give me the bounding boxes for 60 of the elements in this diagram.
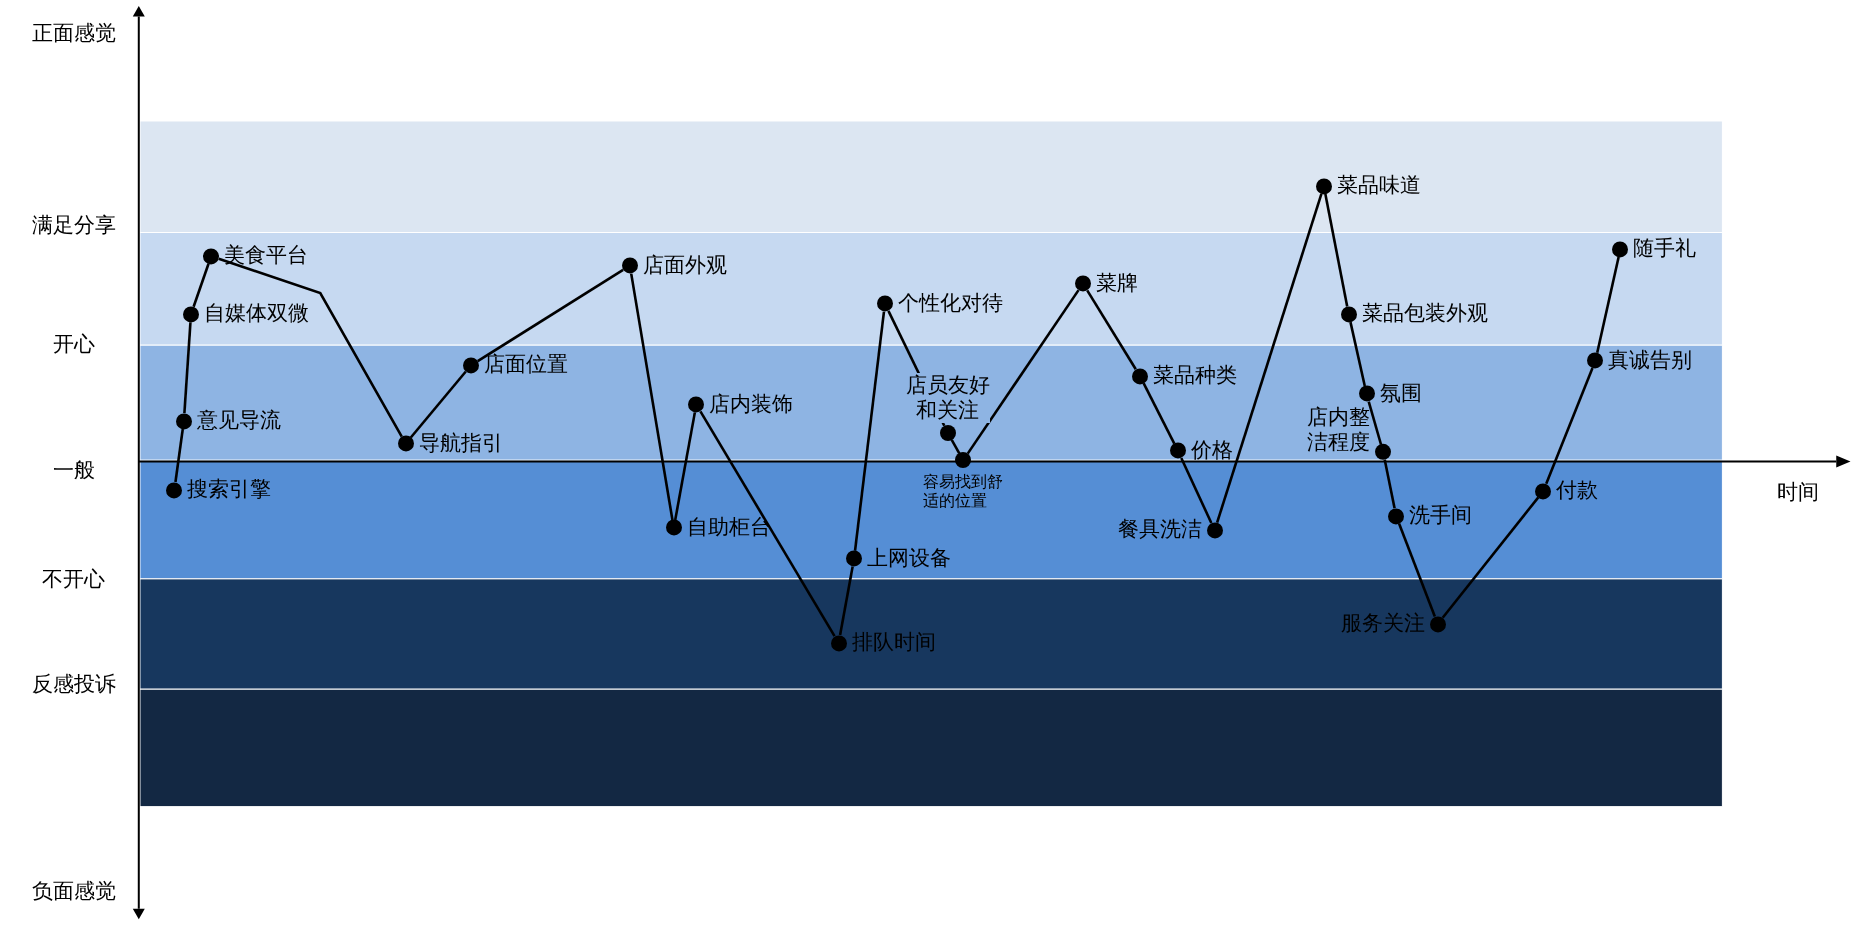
point-label: 菜品味道 (1336, 173, 1421, 199)
point-label: 意见导流 (196, 408, 281, 434)
axis-label: 满足分享 (31, 212, 116, 240)
point-label: 服务关注 (1340, 611, 1425, 637)
axis-label: 时间 (1777, 479, 1820, 507)
journey-line (966, 289, 1080, 455)
journey-line (218, 257, 403, 438)
journey-line (1349, 321, 1367, 387)
journey-line (1180, 457, 1213, 524)
axis-label: 负面感觉 (31, 877, 116, 905)
journey-line (1595, 256, 1620, 354)
point-label: 氛围 (1379, 381, 1422, 407)
point-label: 菜品种类 (1152, 363, 1237, 389)
point-label: 随手礼 (1633, 236, 1697, 262)
journey-line (838, 566, 854, 636)
journey-line (629, 273, 674, 521)
point-label: 店内装饰 (709, 391, 794, 418)
axis-label: 一般 (52, 456, 95, 484)
point-label: 店内整洁程度 (1307, 404, 1371, 456)
journey-line (1441, 496, 1540, 619)
point-label: 价格 (1190, 438, 1233, 464)
journey-line (1215, 193, 1323, 523)
journey-line (477, 268, 624, 363)
journey-line (183, 322, 192, 414)
journey-line (673, 412, 697, 521)
journey-line (174, 428, 185, 483)
journey-line (1397, 523, 1437, 617)
journey-line (1086, 289, 1137, 370)
point-label: 菜牌 (1096, 270, 1138, 297)
journey-line (1324, 193, 1349, 307)
point-label: 真诚告别 (1608, 348, 1693, 374)
journey-line (1545, 367, 1594, 485)
point-label: 店面位置 (483, 352, 568, 378)
journey-line (409, 370, 467, 439)
axis-label: 正面感觉 (31, 20, 116, 48)
point-label: 上网设备 (867, 546, 952, 572)
point-label: 容易找到舒适的位置 (923, 472, 1004, 511)
journey-line (192, 263, 210, 308)
journey-line (950, 439, 961, 454)
point-label: 店面外观 (642, 253, 727, 279)
point-label: 洗手间 (1409, 503, 1473, 529)
journey-line (699, 410, 836, 637)
point-label: 个性化对待 (897, 291, 1003, 317)
journey-line (1383, 459, 1396, 509)
point-label: 店员友好和关注 (905, 372, 990, 423)
point-label: 自媒体双微 (203, 301, 309, 327)
point-label: 自助柜台 (686, 515, 771, 541)
point-label: 菜品包装外观 (1361, 301, 1488, 327)
point-label: 付款 (1556, 478, 1599, 504)
point-label: 餐具洗洁 (1117, 517, 1202, 543)
journey-line (1367, 401, 1383, 445)
point-label: 美食平台 (224, 243, 309, 269)
axis-label: 反感投诉 (31, 671, 116, 699)
point-label: 导航指引 (418, 431, 503, 457)
point-label: 排队时间 (851, 630, 936, 656)
axis-label: 开心 (52, 331, 95, 358)
journey-line (853, 311, 886, 551)
point-label: 搜索引擎 (187, 477, 272, 503)
journey-line (1142, 382, 1176, 445)
axis-label: 不开心 (42, 565, 106, 593)
